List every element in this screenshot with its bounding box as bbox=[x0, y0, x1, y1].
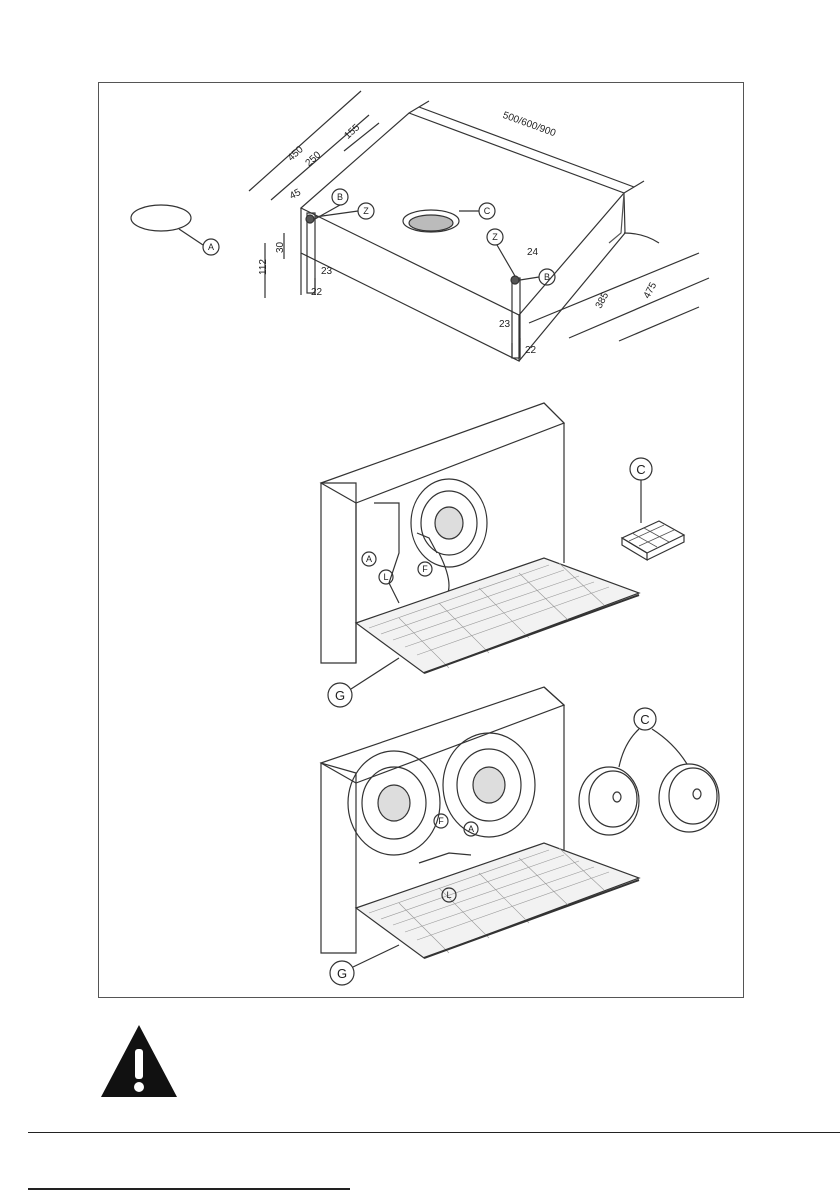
dim-depth-right-inner: 385 bbox=[594, 290, 612, 310]
callout-z-left: Z bbox=[363, 206, 369, 216]
warning-triangle-icon bbox=[99, 1023, 179, 1099]
callout-f-bottom: F bbox=[438, 816, 444, 826]
hood-twin-blower-drawing bbox=[321, 687, 719, 985]
dim-leg-offset-left: 23 bbox=[321, 266, 333, 277]
hood-single-blower-drawing bbox=[321, 403, 684, 707]
dim-leg-width-left: 22 bbox=[311, 287, 323, 298]
callout-a-mid: A bbox=[366, 554, 372, 564]
dim-leg-offset-right: 23 bbox=[499, 319, 511, 330]
callout-z-right: Z bbox=[492, 232, 498, 242]
callout-f-mid: F bbox=[422, 564, 428, 574]
dim-offset-left: 45 bbox=[288, 187, 303, 202]
callout-b-left: B bbox=[337, 192, 343, 202]
installation-diagram-frame: 500/600/900 450 250 155 45 112 30 23 22 … bbox=[98, 82, 744, 998]
dim-depth-right-outer: 475 bbox=[642, 280, 660, 300]
callout-l-mid: L bbox=[383, 572, 388, 582]
dim-leg-width-right: 22 bbox=[525, 345, 537, 356]
callout-g-mid: G bbox=[335, 688, 345, 703]
callout-l-bottom: L bbox=[446, 890, 451, 900]
dim-side-offset: 24 bbox=[527, 247, 539, 258]
bottom-edge-line bbox=[28, 1188, 350, 1190]
callout-b-right: B bbox=[544, 272, 550, 282]
footer-divider bbox=[28, 1132, 840, 1133]
installation-diagram: 500/600/900 450 250 155 45 112 30 23 22 … bbox=[99, 83, 745, 999]
round-part-a bbox=[131, 205, 191, 231]
hood-top-face bbox=[301, 113, 624, 315]
dim-depth-inner: 250 bbox=[304, 149, 324, 169]
callout-c-bottom: C bbox=[640, 712, 649, 727]
hood-dimension-drawing bbox=[131, 91, 709, 361]
callout-c-top: C bbox=[484, 206, 491, 216]
callout-g-bottom: G bbox=[337, 966, 347, 981]
callout-a-bottom: A bbox=[468, 824, 474, 834]
callout-c-mid: C bbox=[636, 462, 645, 477]
callout-a-top: A bbox=[208, 242, 214, 252]
dim-height: 112 bbox=[258, 259, 269, 275]
dim-width-options: 500/600/900 bbox=[501, 110, 557, 140]
dim-collar-height: 30 bbox=[275, 241, 286, 253]
